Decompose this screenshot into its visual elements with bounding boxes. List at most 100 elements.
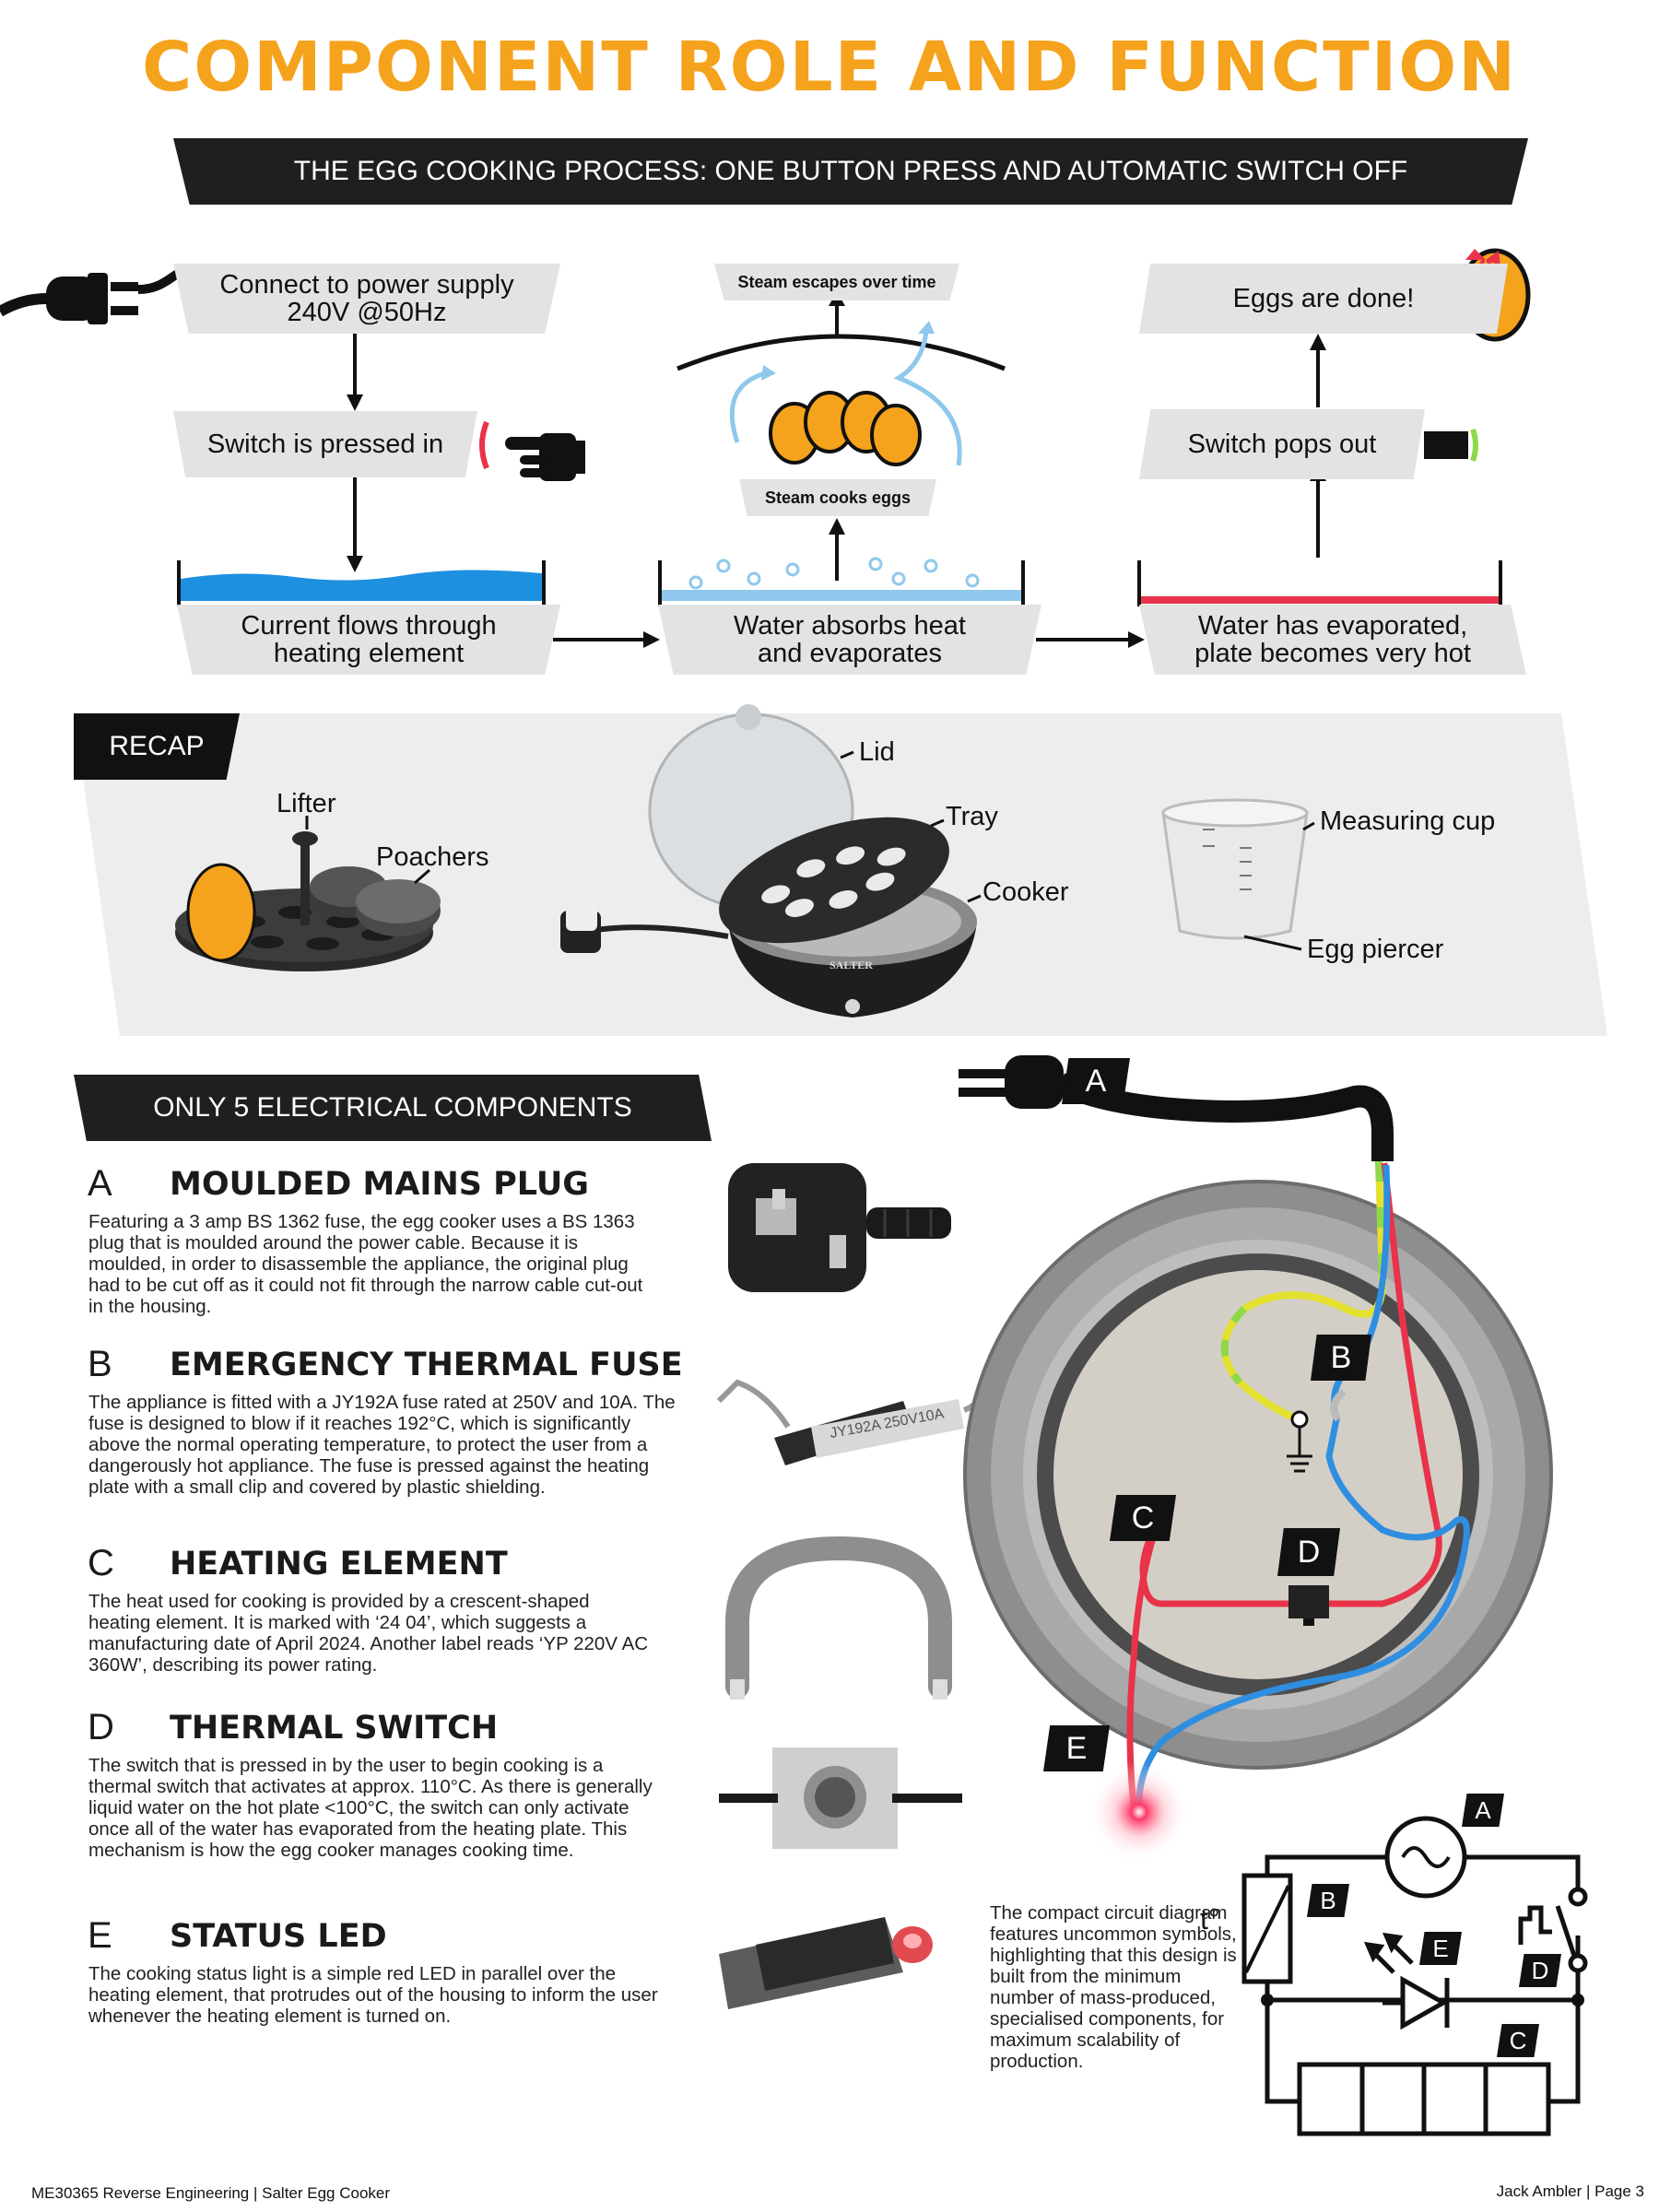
measuring-cup-picture <box>1161 798 1315 951</box>
circuit-tag-b: B <box>1307 1884 1349 1917</box>
component-e-text: The cooking status light is a simple red… <box>88 1963 658 2027</box>
led-symbol <box>1363 1932 1450 2030</box>
step-evaporated-line1: Water has evaporated, <box>1197 611 1468 641</box>
diagram-tag-e-text: E <box>1065 1730 1088 1766</box>
thermal-switch-photo <box>719 1747 962 1849</box>
page-title: COMPONENT ROLE AND FUNCTION <box>141 28 1518 107</box>
label-measuring-cup: Measuring cup <box>1320 806 1496 836</box>
diagram-tag-d: D <box>1277 1528 1340 1576</box>
step-eggs-done: Eggs are done! <box>1139 264 1508 334</box>
water-plate-boiling <box>658 557 1025 606</box>
recap-tag-text: RECAP <box>109 731 205 761</box>
component-a-title: MOULDED MAINS PLUG <box>170 1166 589 1203</box>
step-current-line2: heating element <box>273 639 465 668</box>
circuit-tag-d: D <box>1519 1954 1561 1987</box>
label-lid: Lid <box>859 737 895 767</box>
diagram-tag-b-text: B <box>1330 1339 1352 1375</box>
step-evaporated-line2: plate becomes very hot <box>1194 639 1471 668</box>
recap-tag: RECAP <box>74 713 240 780</box>
component-b-letter: B <box>88 1344 112 1384</box>
label-cooker: Cooker <box>982 877 1069 907</box>
circuit-tag-d-text: D <box>1531 1956 1549 1984</box>
circuit-tag-a-text: A <box>1475 1795 1491 1824</box>
diagram-tag-e: E <box>1043 1725 1110 1771</box>
component-e-title: STATUS LED <box>170 1918 387 1955</box>
component-e-letter: E <box>88 1915 112 1956</box>
steam-lid <box>677 291 1006 466</box>
step-switch-pops: Switch pops out <box>1139 409 1425 479</box>
components-banner-text: ONLY 5 ELECTRICAL COMPONENTS <box>153 1092 632 1123</box>
process-graphics <box>0 248 1531 648</box>
pointing-hand-icon <box>479 420 585 481</box>
diagram-tag-d-text: D <box>1297 1534 1321 1570</box>
component-d-text: The switch that is pressed in by the use… <box>88 1755 653 1861</box>
water-plate-full <box>177 560 546 606</box>
thermal-fuse-photo: JY192A 250V10A <box>716 1379 984 1465</box>
circuit-tag-e: E <box>1419 1932 1462 1965</box>
process-banner-text: THE EGG COOKING PROCESS: ONE BUTTON PRES… <box>293 156 1408 186</box>
cooker-brand: SALTER <box>830 959 873 971</box>
step-connect: Connect to power supply 240V @50Hz <box>173 264 560 334</box>
component-b-title: EMERGENCY THERMAL FUSE <box>170 1347 683 1383</box>
hot-plate <box>1137 560 1502 606</box>
component-a-text: Featuring a 3 amp BS 1362 fuse, the egg … <box>88 1211 643 1317</box>
step-eggs-done-label: Eggs are done! <box>1232 284 1415 313</box>
step-water-absorbs: Water absorbs heat and evaporates <box>658 605 1041 675</box>
circuit-tag-a: A <box>1462 1794 1504 1827</box>
component-d-letter: D <box>88 1707 114 1747</box>
diagram-tag-c: C <box>1110 1495 1176 1541</box>
thermal-switch-symbol <box>1518 1887 1588 1973</box>
step-connect-line2: 240V @50Hz <box>287 298 447 327</box>
heating-element-photo <box>725 1535 952 1700</box>
step-steam-cooks: Steam cooks eggs <box>739 479 936 516</box>
step-steam-escapes: Steam escapes over time <box>714 264 959 300</box>
recap-graphics <box>175 704 1315 1018</box>
component-c-title: HEATING ELEMENT <box>170 1546 508 1583</box>
component-b-text: The appliance is fitted with a JY192A fu… <box>88 1392 676 1498</box>
step-current-line1: Current flows through <box>241 611 497 641</box>
step-evaporated: Water has evaporated, plate becomes very… <box>1139 605 1526 675</box>
diagram-tag-b: B <box>1311 1335 1371 1381</box>
diagram-tag-a-text: A <box>1085 1063 1107 1099</box>
components-banner: ONLY 5 ELECTRICAL COMPONENTS <box>74 1075 712 1141</box>
switch-out-icon <box>1424 429 1478 462</box>
circuit-tag-c-text: C <box>1509 2026 1527 2054</box>
mains-plug-photo <box>728 1163 951 1292</box>
step-current: Current flows through heating element <box>177 605 560 675</box>
cooker-picture <box>560 704 982 1018</box>
circuit-tag-c: C <box>1497 2024 1539 2057</box>
thermal-fuse-wire <box>1330 1388 1347 1422</box>
step-switch-pressed-label: Switch is pressed in <box>206 429 444 459</box>
led-glow <box>1088 1761 1190 1863</box>
thermal-fuse-symbol <box>1241 1873 1293 1984</box>
footer-left: ME30365 Reverse Engineering | Salter Egg… <box>31 2184 391 2202</box>
circuit-tag-e-text: E <box>1432 1934 1449 1962</box>
step-water-absorbs-line2: and evaporates <box>758 639 942 668</box>
component-c-text: The heat used for cooking is provided by… <box>88 1591 649 1676</box>
poacher-cups <box>310 866 441 936</box>
component-a-letter: A <box>88 1163 112 1204</box>
circuit-tag-b-text: B <box>1320 1886 1336 1914</box>
earth-terminal-icon <box>1287 1410 1312 1473</box>
diagram-tag-c-text: C <box>1131 1500 1155 1535</box>
heating-element-symbol <box>1297 2062 1551 2136</box>
label-lifter: Lifter <box>276 789 336 818</box>
component-d-title: THERMAL SWITCH <box>170 1710 499 1747</box>
step-steam-escapes-label: Steam escapes over time <box>737 273 936 291</box>
thermal-switch-icon <box>1288 1585 1329 1618</box>
circuit-caption: The compact circuit diagram features unc… <box>990 1902 1237 2072</box>
step-switch-pressed: Switch is pressed in <box>173 411 477 477</box>
label-egg-piercer: Egg piercer <box>1307 935 1444 964</box>
step-connect-line1: Connect to power supply <box>219 270 514 300</box>
footer-right: Jack Ambler | Page 3 <box>1496 2183 1644 2200</box>
recap-egg-icon <box>186 863 256 962</box>
status-led-photo <box>719 1917 933 2009</box>
step-switch-pops-label: Switch pops out <box>1187 429 1377 459</box>
label-poachers: Poachers <box>376 842 489 872</box>
process-banner: THE EGG COOKING PROCESS: ONE BUTTON PRES… <box>173 138 1528 205</box>
ac-source-icon <box>1384 1816 1467 1899</box>
eggs-icon <box>769 391 922 466</box>
